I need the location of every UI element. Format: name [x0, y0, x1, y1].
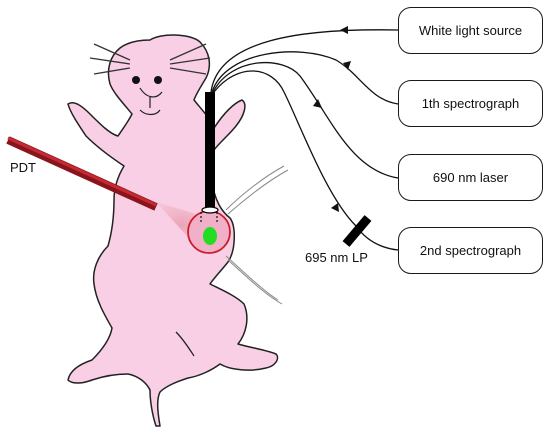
pdt-beam [6, 136, 158, 211]
fiber-white-light [210, 29, 399, 93]
laser-label: 690 nm laser [432, 170, 509, 185]
mouse-eye-right [154, 76, 162, 84]
spectrograph-2-box: 2nd spectrograph [398, 227, 543, 274]
mouse-snout [139, 87, 163, 116]
lp-filter [342, 215, 372, 247]
arrow-spectrograph-2 [331, 203, 339, 212]
fiber-lines [225, 165, 289, 305]
fiber-arrows [313, 26, 351, 212]
mouse [67, 34, 279, 427]
fluorescence-spot [203, 227, 217, 245]
mouse-hindleg-contour [175, 331, 195, 357]
arrow-spectrograph-1 [343, 61, 351, 70]
mouse-eye-left [132, 76, 140, 84]
white-light-source-box: White light source [398, 7, 543, 54]
fiber-bundle [210, 29, 399, 251]
whiskers [89, 43, 211, 75]
fiber-spectrograph-1 [211, 51, 399, 105]
optical-probe [205, 92, 215, 210]
arrow-laser [313, 99, 322, 108]
spectrograph-2-label: 2nd spectrograph [419, 243, 522, 258]
spectrograph-1-label: 1th spectrograph [421, 96, 520, 111]
tumor [187, 210, 231, 254]
spectrograph-1-box: 1th spectrograph [398, 80, 543, 127]
fiber-laser [212, 61, 399, 179]
pdt-label: PDT [10, 160, 36, 175]
mouse-body [67, 34, 279, 427]
filter-label: 695 nm LP [305, 250, 368, 265]
arrow-white-light [340, 26, 348, 34]
fiber-spectrograph-2 [213, 70, 399, 251]
white-light-source-label: White light source [418, 23, 523, 38]
laser-box: 690 nm laser [398, 154, 543, 201]
